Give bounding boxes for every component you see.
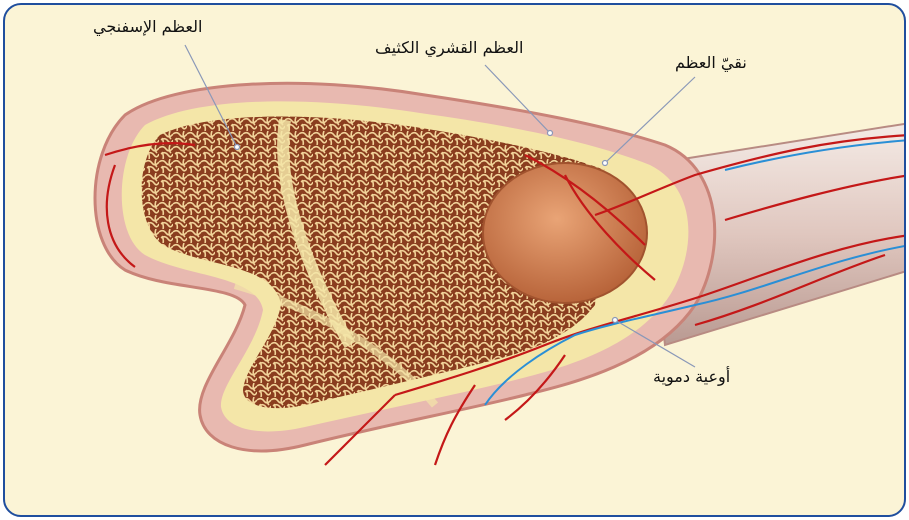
label-spongy-bone: العظم الإسفنجي	[93, 17, 202, 36]
label-blood-vessels: أوعية دموية	[653, 367, 730, 386]
label-compact-bone: العظم القشري الكثيف	[375, 38, 523, 57]
label-bone-marrow: نقيّ العظم	[675, 53, 747, 72]
diagram-frame: العظم الإسفنجي العظم القشري الكثيف نقيّ …	[3, 3, 906, 517]
bone-illustration	[5, 5, 904, 515]
bone-marrow	[483, 163, 647, 303]
